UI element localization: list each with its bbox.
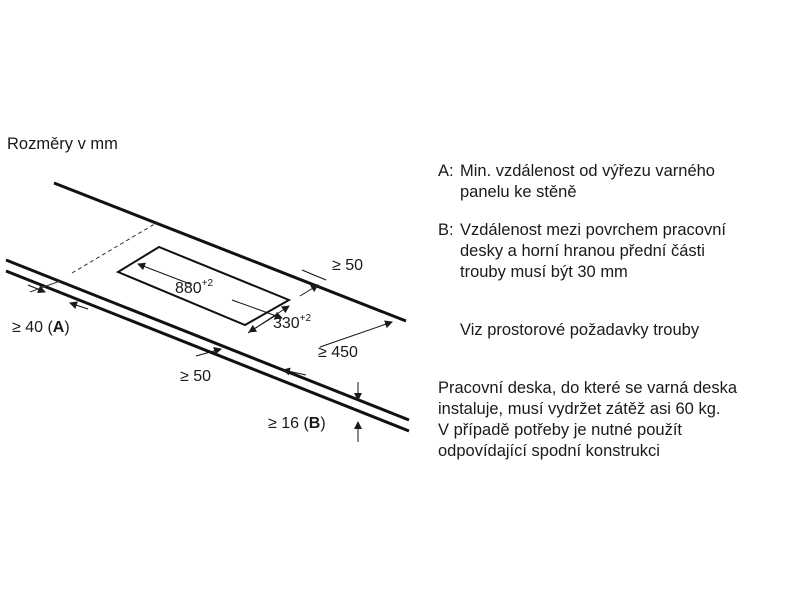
side-gap-arrow-right xyxy=(69,301,89,310)
hob-cutout xyxy=(115,245,292,327)
dimension-880-arrow-right xyxy=(231,299,283,320)
back-gap-leader xyxy=(301,269,327,281)
diagram-title: Rozměry v mm xyxy=(7,135,118,153)
side-gap-label: ≥ 40 (A) xyxy=(12,319,70,336)
note-oven-text: Viz prostorové požadavky trouby xyxy=(460,321,700,339)
note-worktop-line4: odpovídající spodní konstrukci xyxy=(438,442,660,460)
note-a-line1: Min. vzdálenost od výřezu varného xyxy=(460,162,715,180)
cutout-depth-label: 330+2 xyxy=(273,313,312,332)
note-b-key: B: xyxy=(438,221,454,239)
note-a-key: A: xyxy=(438,162,454,180)
cutout-width-label: 880+2 xyxy=(175,278,214,297)
front-gap-arrow-a xyxy=(195,347,222,357)
worktop-front-top-edge xyxy=(5,258,410,422)
back-gap-arrow xyxy=(299,284,319,297)
thickness-label: ≥ 16 (B) xyxy=(268,415,326,432)
depth-450-line xyxy=(319,320,393,348)
worktop-front-bottom-edge xyxy=(5,269,410,433)
dimension-330-arrow-start xyxy=(248,315,276,333)
note-worktop-line2: instaluje, musí vydržet zátěž asi 60 kg. xyxy=(438,400,721,418)
note-b-line2: desky a horní hranou přední části xyxy=(460,242,705,260)
note-b-line1: Vzdálenost mezi povrchem pracovní xyxy=(460,221,726,239)
front-gap-arrow-b xyxy=(282,367,307,376)
back-gap-label: ≥ 50 xyxy=(332,257,363,274)
dimension-880-arrow-left xyxy=(137,262,191,285)
note-b: B: Vzdálenost mezi povrchem pracovní desk… xyxy=(438,220,726,283)
note-a-line2: panelu ke stěně xyxy=(460,183,577,201)
note-worktop-line1: Pracovní deska, do které se varná deska xyxy=(438,379,737,397)
front-gap-label: ≥ 50 xyxy=(180,368,211,385)
side-gap-arrow-left xyxy=(27,284,46,294)
note-a: A: Min. vzdálenost od výřezu varného pane… xyxy=(438,161,715,203)
note-oven: Viz prostorové požadavky trouby xyxy=(460,320,699,341)
side-reference-dashed-line xyxy=(71,221,159,274)
depth-min-label: ≥ 450 xyxy=(318,344,358,361)
note-worktop-line3: V případě potřeby je nutné použít xyxy=(438,421,683,439)
worktop-back-edge xyxy=(53,181,407,323)
note-b-line3: trouby musí být 30 mm xyxy=(460,263,628,281)
note-worktop: Pracovní deska, do které se varná deska … xyxy=(438,378,737,462)
